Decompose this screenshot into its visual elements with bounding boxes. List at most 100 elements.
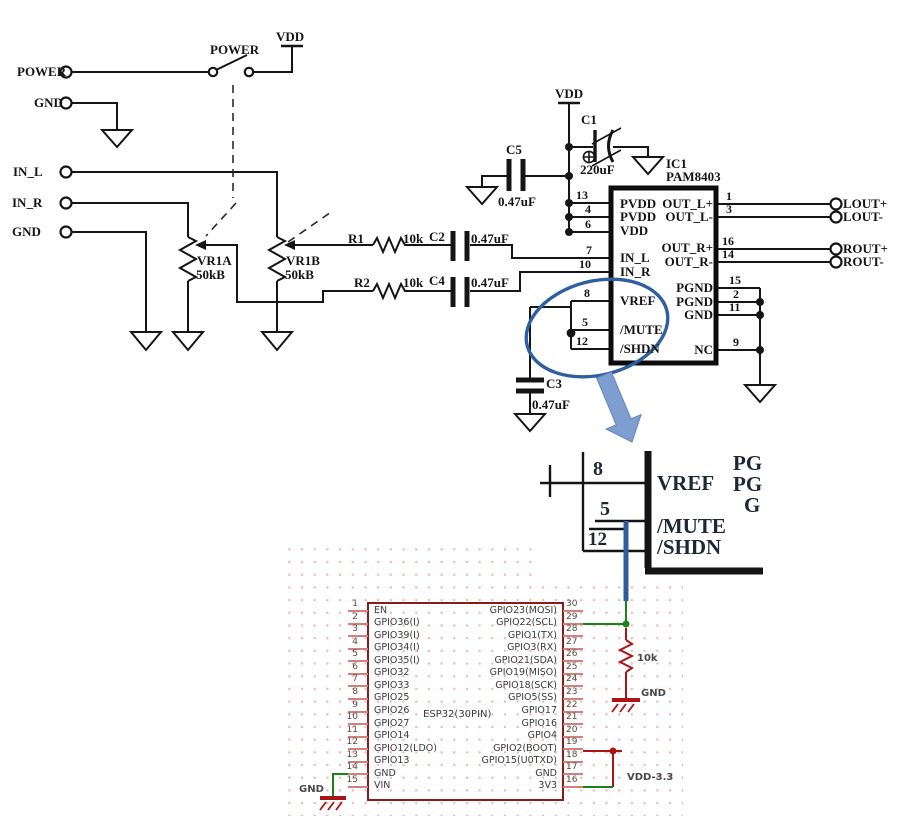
esp32-pin-label: GPIO12(LDO) <box>374 742 437 754</box>
pam-pin-15: 15 <box>729 273 741 287</box>
c2-ref: C2 <box>429 229 445 244</box>
pullup-gnd-label: GND <box>641 688 666 699</box>
detail-name-pg2: PG <box>733 472 763 496</box>
terminal-label-inl: IN_L <box>13 164 43 179</box>
pam-name-vdd: VDD <box>620 223 649 238</box>
terminal-circles <box>59 65 843 269</box>
esp32-pin-label: GPIO18(SCK) <box>495 679 557 691</box>
pam-name-gnd: GND <box>684 307 713 322</box>
detail-pin-8: 8 <box>593 458 603 480</box>
pullup-value-label: 10k <box>637 653 658 664</box>
esp32-pin-stub <box>563 635 583 638</box>
esp32-pin-label: 3V3 <box>538 780 557 792</box>
red-junction-dot <box>609 747 617 755</box>
esp32-pin-stub <box>563 685 583 688</box>
esp32-pin-label: GPIO14 <box>374 730 410 742</box>
esp32-pin-label: GPIO4 <box>527 730 557 742</box>
esp32-pin-label: GPIO5(SS) <box>508 692 557 704</box>
pam-pin-4: 4 <box>585 202 591 216</box>
esp32-pin-stub <box>348 723 368 726</box>
esp32-pin-label: GPIO17 <box>521 705 557 717</box>
terminal-label-gnd2: GND <box>12 224 41 239</box>
c5-value: 0.47uF <box>498 194 536 209</box>
esp32-pin-stub <box>348 760 368 763</box>
switch-contact <box>207 66 219 78</box>
esp32-pin-number: 7 <box>352 674 358 685</box>
esp32-pin-stub <box>348 685 368 688</box>
detail-name-vref: VREF <box>657 471 715 495</box>
pam-pin-7: 7 <box>586 243 592 257</box>
zoom-arrow-icon <box>595 371 642 443</box>
pam-name-nc: NC <box>694 342 713 357</box>
esp32-pin-number: 8 <box>352 686 358 697</box>
detail-name-g: G <box>744 493 761 517</box>
esp32-pin-label: VIN <box>374 780 391 792</box>
esp32-pin-number: 2 <box>352 611 358 622</box>
terminal-label-power: POWER <box>17 64 67 79</box>
pam-name-pgnd2: PGND <box>676 294 713 309</box>
pam-pin-5: 5 <box>582 315 588 329</box>
esp32-pin-label: GPIO26 <box>374 705 410 717</box>
esp32-pin-number: 14 <box>346 762 358 773</box>
output-label-loutm: LOUT- <box>843 209 883 224</box>
detail-name-pg1: PG <box>733 451 763 475</box>
esp32-pin-label: GPIO1(TX) <box>507 629 557 641</box>
esp32-ground-symbols <box>319 698 640 811</box>
vr1a-pot-body <box>177 236 199 282</box>
pam-pin-6: 6 <box>585 217 591 231</box>
esp32-pin-label: GPIO15(U0TXD) <box>481 755 558 767</box>
esp32-pin-number: 24 <box>566 674 578 685</box>
esp32-pin-label: EN <box>374 604 388 616</box>
esp32-pin-number: 15 <box>346 774 358 785</box>
pam-pin-13: 13 <box>576 188 588 202</box>
esp32-pin-label: GPIO33 <box>374 679 410 691</box>
esp32-pin-stub <box>563 610 583 612</box>
pam-pin-11: 11 <box>729 300 741 314</box>
vdd33-net-label: VDD-3.3 <box>627 772 674 783</box>
switch-label: POWER <box>210 42 260 57</box>
r2-ref: R2 <box>354 275 370 290</box>
pam-name-pgnd1: PGND <box>676 280 713 295</box>
esp32-outline <box>367 602 564 801</box>
r2-value: 10k <box>403 275 424 290</box>
vr1b-ref: VR1B <box>286 253 320 268</box>
pam-pin-2: 2 <box>733 287 739 301</box>
esp32-pin-stub <box>348 710 368 713</box>
esp32-pin-stub <box>348 785 368 788</box>
detail-background <box>538 436 770 578</box>
esp32-pin-label: GPIO22(SCL) <box>496 617 557 629</box>
esp32-pin-stub <box>348 672 368 675</box>
c4-ref: C4 <box>429 273 445 288</box>
esp32-pin-number: 9 <box>352 699 358 710</box>
pam8403-ic-outline <box>608 185 719 366</box>
esp32-pin-label: GPIO39(I) <box>374 629 420 641</box>
detail-lines <box>540 451 763 575</box>
esp32-pin-label: GPIO3(RX) <box>507 642 557 654</box>
dot-grid <box>283 543 683 816</box>
esp32-pin-label: GPIO35(I) <box>374 654 420 666</box>
pam-name-shdn: /SHDN <box>620 341 660 356</box>
pam-pin-9: 9 <box>733 335 739 349</box>
esp32-pin-number: 19 <box>566 737 578 748</box>
esp32-pin-stub <box>563 647 583 650</box>
vdd-symbol-label: VDD <box>276 29 305 44</box>
esp32-pin-label: GPIO19(MISO) <box>489 667 557 679</box>
esp32-pin-number: 22 <box>566 699 578 710</box>
esp32-green-wires <box>332 601 627 797</box>
esp32-pin-number: 29 <box>566 611 578 622</box>
esp32-pin-label: GPIO34(I) <box>374 642 420 654</box>
esp32-pin-stub <box>348 748 368 751</box>
esp32-pin-number: 27 <box>566 636 578 647</box>
pam-pin-8: 8 <box>584 286 590 300</box>
vr1b-value: 50kB <box>285 267 314 282</box>
c5-ref: C5 <box>506 142 522 157</box>
plus-polarity-icon <box>582 150 596 164</box>
output-label-loutp: LOUT+ <box>843 196 888 211</box>
esp32-pin-number: 17 <box>566 762 578 773</box>
pam-name-vref: VREF <box>620 293 656 308</box>
pam-name-outrp: OUT_R+ <box>661 240 713 255</box>
pam-pin-16: 16 <box>722 234 734 248</box>
output-label-routm: ROUT- <box>843 254 884 269</box>
